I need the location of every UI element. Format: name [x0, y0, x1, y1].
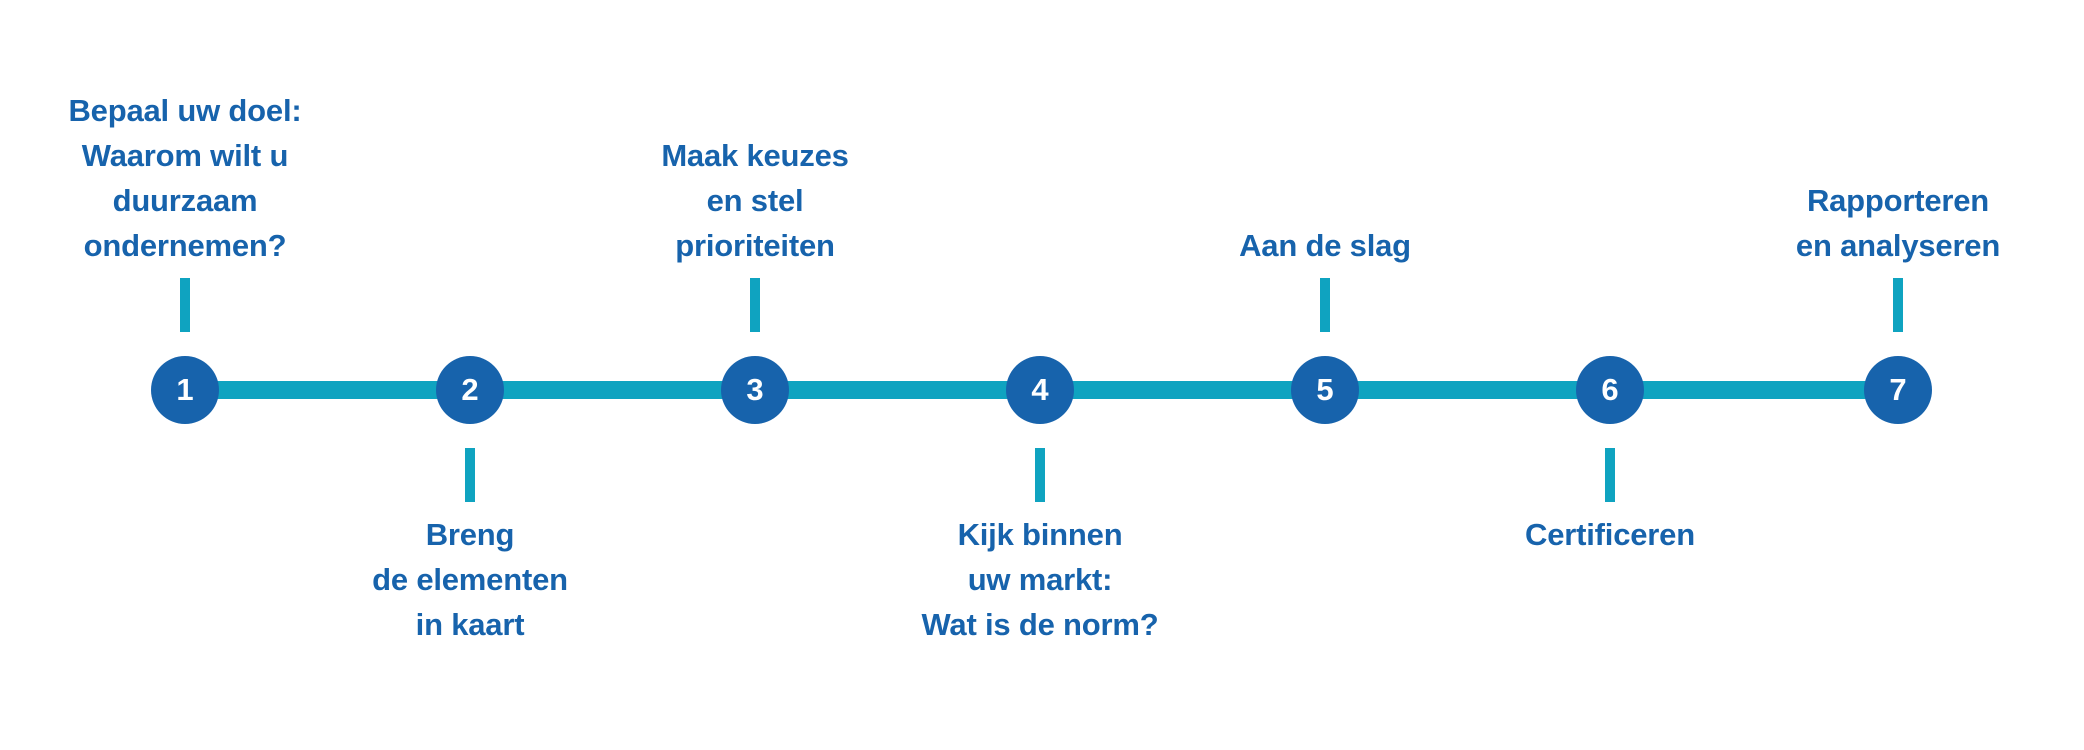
step-6-label-line-1: Certificeren: [1525, 517, 1695, 552]
step-5-label-line-1: Aan de slag: [1239, 228, 1411, 263]
step-4-label-line-1: Kijk binnen: [957, 517, 1123, 552]
step-1-label-line-4: ondernemen?: [83, 228, 287, 263]
step-1-label-line-2: Waarom wilt u: [81, 138, 289, 173]
step-3-label: Maak keuzes en stel prioriteiten: [425, 133, 1085, 268]
step-2-label-line-1: Breng: [425, 517, 515, 552]
step-3-label-line-2: en stel: [706, 183, 804, 218]
step-5-label: Aan de slag: [995, 223, 1655, 268]
step-5-connector-stub: [1320, 278, 1330, 332]
step-3-label-line-1: Maak keuzes: [661, 138, 849, 173]
step-2-label: Breng de elementen in kaart: [140, 512, 800, 647]
step-6-connector-stub: [1605, 448, 1615, 502]
step-1-label-line-3: duurzaam: [112, 183, 258, 218]
step-6-node[interactable]: 6: [1576, 356, 1644, 424]
step-3-connector-stub: [750, 278, 760, 332]
step-7-label-line-1: Rapporteren: [1806, 183, 1990, 218]
step-2-label-line-3: in kaart: [415, 607, 525, 642]
step-1-label-line-1: Bepaal uw doel:: [68, 93, 302, 128]
step-4-connector-stub: [1035, 448, 1045, 502]
step-2-connector-stub: [465, 448, 475, 502]
step-2-label-line-2: de elementen: [372, 562, 568, 597]
step-7-label: Rapporteren en analyseren: [1568, 178, 2084, 268]
step-4-label: Kijk binnen uw markt: Wat is de norm?: [710, 512, 1370, 647]
step-3-label-line-3: prioriteiten: [675, 228, 835, 263]
step-5-node[interactable]: 5: [1291, 356, 1359, 424]
step-4-label-line-2: uw markt:: [967, 562, 1113, 597]
step-1-label: Bepaal uw doel: Waarom wilt u duurzaam o…: [0, 88, 515, 268]
step-7-label-line-2: en analyseren: [1795, 228, 2001, 263]
step-4-node[interactable]: 4: [1006, 356, 1074, 424]
step-7-node[interactable]: 7: [1864, 356, 1932, 424]
step-4-label-line-3: Wat is de norm?: [921, 607, 1159, 642]
step-1-connector-stub: [180, 278, 190, 332]
step-7-connector-stub: [1893, 278, 1903, 332]
step-6-label: Certificeren: [1280, 512, 1940, 557]
step-1-node[interactable]: 1: [151, 356, 219, 424]
step-2-node[interactable]: 2: [436, 356, 504, 424]
step-3-node[interactable]: 3: [721, 356, 789, 424]
